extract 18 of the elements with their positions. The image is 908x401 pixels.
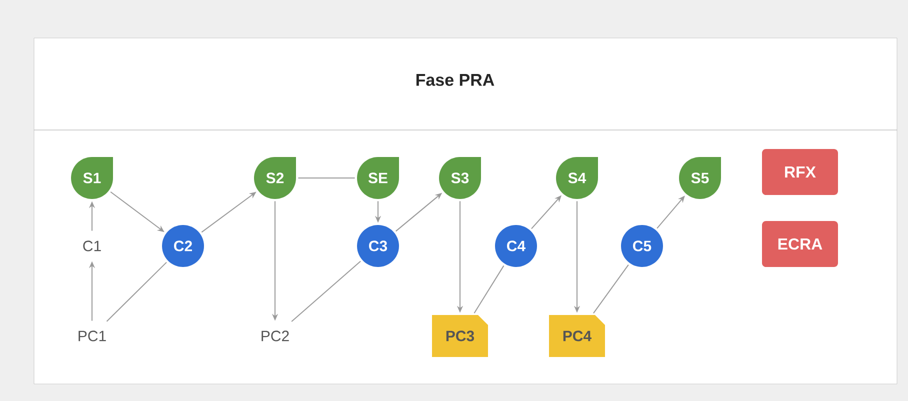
connector-line: [106, 262, 168, 322]
label-box: RFX: [762, 149, 838, 195]
title: Fase PRA: [416, 74, 494, 86]
connector-line: [474, 265, 504, 314]
connector-line: [291, 260, 362, 322]
node-label: PC2: [262, 330, 289, 342]
state-drop: S4: [556, 157, 598, 199]
state-drop: SE: [357, 157, 399, 199]
connector-line: [592, 264, 629, 314]
node-label: C1: [83, 240, 101, 252]
node-label: PC1: [78, 330, 106, 342]
label-box: ECRA: [762, 221, 838, 267]
document-box: PC3: [432, 314, 488, 357]
state-drop: S2: [254, 157, 296, 199]
document-box: PC4: [549, 314, 605, 357]
state-drop: S1: [71, 157, 113, 199]
state-drop: S5: [679, 157, 721, 199]
state-drop: S3: [439, 157, 481, 199]
